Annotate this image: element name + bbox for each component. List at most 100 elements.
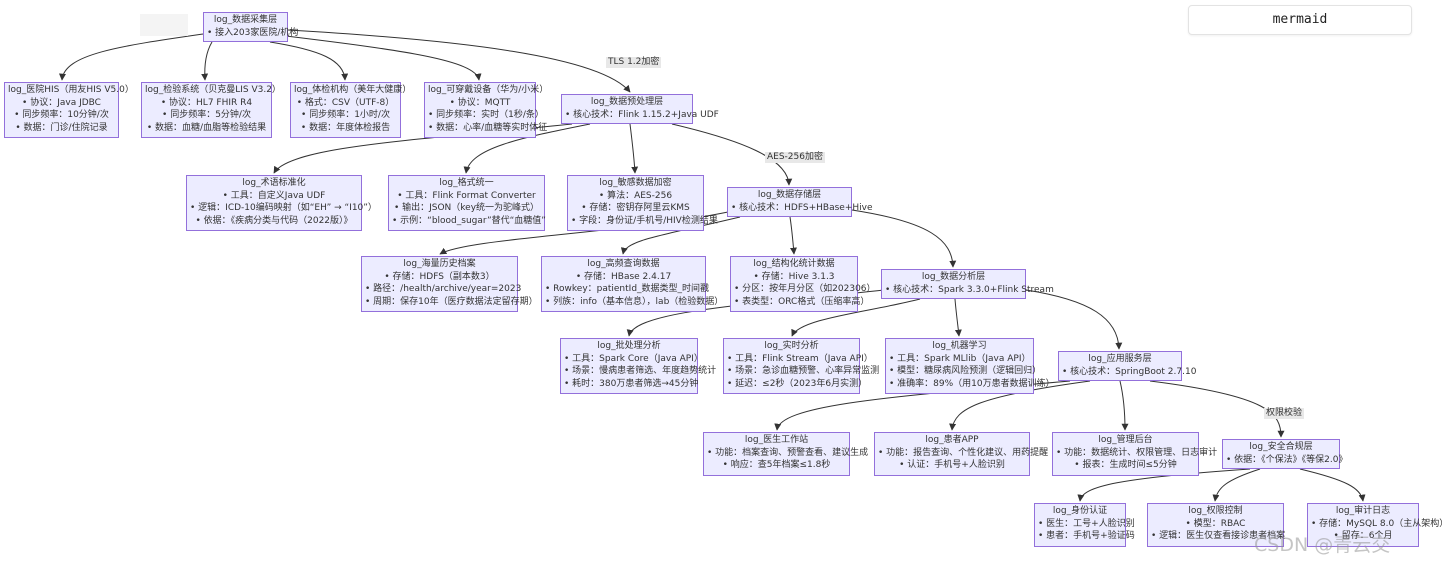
node-doctor-workstation: log_医生工作站 • 功能：档案查询、预警查看、建议生成 • 响应：查5年档案… <box>703 432 868 476</box>
node-security-compliance-layer: log_安全合规层 • 依据：《个保法》《等保2.0》 <box>1222 439 1348 469</box>
node-title: log_医院HIS（用友HIS V5.0） <box>8 85 134 95</box>
node-title: log_实时分析 <box>764 341 819 351</box>
e-st-structured <box>789 216 797 255</box>
e-an-service <box>1025 289 1123 350</box>
node-line: • 留存：6个月 <box>1333 531 1393 541</box>
node-line: • 示例：“blood_sugar”替代“血糖值” <box>392 215 546 226</box>
node-line: • 协议：MQTT <box>449 97 511 108</box>
node-lab-lis: log_检验系统（贝克曼LIS V3.2） • 协议：HL7 FHIR R4 •… <box>141 82 281 138</box>
node-title: log_结构化统计数据 <box>753 259 835 269</box>
node-line: • 分区：按年月分区（如202306） <box>734 284 876 294</box>
node-line: • 延迟：≤2秒（2023年6月实测） <box>727 378 868 389</box>
node-history-archive: log_海量历史档案 • 存储：HDFS（副本数3） • 路径：/health/… <box>361 256 538 312</box>
node-line: • 协议：HL7 FHIR R4 <box>160 97 253 108</box>
node-line: • 算法：AES-256 <box>598 190 673 201</box>
node-line: • 工具：Spark Core（Java API） <box>564 353 703 364</box>
node-line: • 存储：HBase 2.4.17 <box>575 271 672 282</box>
node-title: log_数据预处理层 <box>590 97 664 107</box>
e-sv-security <box>1149 380 1285 438</box>
node-line: • 患者：手机号+验证码 <box>1038 531 1135 541</box>
node-title: log_身份认证 <box>1052 506 1108 516</box>
e-st-analysis <box>851 209 957 268</box>
node-line: • 接入203家医院/机构 <box>207 27 299 38</box>
node-line: • 字段：身份证/手机号/HIV检测结果 <box>571 215 718 226</box>
node-line: • 周期：保存10年（医疗数据法定留存期） <box>365 296 538 307</box>
e-sv-admin <box>1119 380 1129 431</box>
node-line: • 工具：自定义Java UDF <box>222 190 326 201</box>
node-line: • 核心技术：SpringBoot 2.7.10 <box>1062 366 1197 377</box>
node-line: • 同步频率：10分钟/次 <box>14 110 109 120</box>
node-format-unification: log_格式统一 • 工具：Flink Format Converter • 输… <box>388 175 546 231</box>
csdn-watermark: CSDN @青云交 <box>1254 534 1391 556</box>
node-admin-backend: log_管理后台 • 功能：数据统计、权限管理、日志审计 • 报表：生成时间≤5… <box>1052 432 1217 476</box>
node-line: • 同步频率：实时（1秒/条） <box>428 110 544 120</box>
node-title: log_敏感数据加密 <box>599 178 672 188</box>
node-line: • 工具：Spark MLlib（Java API） <box>889 353 1031 364</box>
node-line: • 输出：JSON（key统一为驼峰式） <box>393 203 540 213</box>
node-line: • 格式：CSV（UTF-8） <box>296 97 395 108</box>
node-data-collection-layer: log_数据采集层 • 接入203家医院/机构 <box>203 12 299 42</box>
node-audit-log: log_审计日志 • 存储：MySQL 8.0（主从架构） • 留存：6个月 <box>1307 503 1448 547</box>
node-title: log_应用服务层 <box>1088 354 1152 364</box>
node-line: • 依据：《个保法》《等保2.0》 <box>1226 454 1348 465</box>
node-title: log_患者APP <box>925 435 979 445</box>
node-title: log_安全合规层 <box>1249 442 1313 452</box>
node-term-standardization: log_术语标准化 • 工具：自定义Java UDF • 逻辑：ICD-10编码… <box>186 175 377 231</box>
node-title: log_检验系统（贝克曼LIS V3.2） <box>145 85 281 95</box>
node-line: • 数据：血糖/血脂等检验结果 <box>146 122 267 133</box>
node-line: • 功能：报告查询、个性化建议、用药提醒 <box>878 447 1049 458</box>
node-line: • 报表：生成时间≤5分钟 <box>1074 460 1177 470</box>
node-title: log_可穿戴设备（华为/小米） <box>428 85 549 95</box>
node-line: • 数据：门诊/住院记录 <box>15 122 108 133</box>
e-collect-wearable <box>285 35 482 81</box>
node-line: • 同步频率：1小时/次 <box>301 110 390 120</box>
node-physical-exam: log_体检机构（美年大健康） • 格式：CSV（UTF-8） • 同步频率：1… <box>290 82 412 138</box>
node-permission-control: log_权限控制 • 模型：RBAC • 逻辑：医生仅查看接诊患者档案 <box>1147 503 1285 547</box>
node-identity-auth: log_身份认证 • 医生：工号+人脸识别 • 患者：手机号+验证码 <box>1034 503 1135 547</box>
node-patient-app: log_患者APP • 功能：报告查询、个性化建议、用药提醒 • 认证：手机号+… <box>874 432 1049 476</box>
node-line: • 逻辑：ICD-10编码映射（如“EH” → “I10”） <box>190 203 377 213</box>
node-line: • 协议：Java JDBC <box>22 97 101 108</box>
e-collect-exam <box>269 41 349 81</box>
node-title: log_权限控制 <box>1188 506 1243 516</box>
e-sec-audit <box>1299 468 1366 502</box>
node-line: • 核心技术：Flink 1.15.2+Java UDF <box>565 109 719 120</box>
node-line: • 存储：密钥存阿里云KMS <box>581 203 690 213</box>
e-pre-sensitive <box>629 123 639 174</box>
node-line: • 核心技术：HDFS+HBase+Hive <box>731 202 873 213</box>
node-line: • 数据：心率/血糖等实时体征 <box>428 122 548 133</box>
node-line: • 模型：RBAC <box>1185 518 1246 529</box>
e-collect-preprocess <box>287 29 631 93</box>
node-line: • 工具：Flink Stream（Java API） <box>727 353 873 364</box>
node-title: log_体检机构（美年大健康） <box>294 85 412 95</box>
mermaid-label-button[interactable]: mermaid <box>1188 5 1412 35</box>
blurred-watermark <box>140 14 188 36</box>
node-high-frequency-query: log_高频查询数据 • 存储：HBase 2.4.17 • Rowkey：pa… <box>541 256 724 312</box>
node-structured-statistics: log_结构化统计数据 • 存储：Hive 3.1.3 • 分区：按年月分区（如… <box>730 256 876 312</box>
node-batch-analysis: log_批处理分析 • 工具：Spark Core（Java API） • 场景… <box>560 338 716 394</box>
e-sec-auth <box>1077 468 1251 502</box>
e-an-ml <box>954 298 962 337</box>
node-line: • 医生：工号+人脸识别 <box>1038 518 1135 529</box>
node-hospital-his: log_医院HIS（用友HIS V5.0） • 协议：Java JDBC • 同… <box>4 82 134 138</box>
node-title: log_数据存储层 <box>757 190 822 200</box>
node-line: • 存储：HDFS（副本数3） <box>384 271 495 282</box>
node-line: • 数据：年度体检报告 <box>300 122 391 133</box>
node-line: • 列族：info（基本信息），lab（检验数据） <box>545 296 724 307</box>
node-machine-learning: log_机器学习 • 工具：Spark MLlib（Java API） • 模型… <box>885 338 1055 394</box>
node-line: • 存储：Hive 3.1.3 <box>753 271 835 282</box>
edge-label-aes: AES-256加密 <box>765 152 825 163</box>
node-line: • 表类型：ORC格式（压缩率高） <box>734 296 870 307</box>
e-pre-storage <box>671 123 793 186</box>
node-line: • 认证：手机号+人脸识别 <box>899 460 1005 470</box>
e-collect-his <box>59 33 204 81</box>
node-line: • 路径：/health/archive/year=2023 <box>365 284 522 294</box>
node-application-service-layer: log_应用服务层 • 核心技术：SpringBoot 2.7.10 <box>1058 351 1197 381</box>
node-line: • 耗时：380万患者筛选→45分钟 <box>564 378 699 389</box>
node-realtime-analysis: log_实时分析 • 工具：Flink Stream（Java API） • 场… <box>723 338 880 394</box>
e-pre-format <box>463 123 591 174</box>
node-line: • 场景：急诊血糖预警、心率异常监测 <box>727 366 880 376</box>
node-wearable-devices: log_可穿戴设备（华为/小米） • 协议：MQTT • 同步频率：实时（1秒/… <box>424 82 549 138</box>
node-storage-layer: log_数据存储层 • 核心技术：HDFS+HBase+Hive <box>727 187 873 217</box>
node-title: log_批处理分析 <box>597 341 661 351</box>
